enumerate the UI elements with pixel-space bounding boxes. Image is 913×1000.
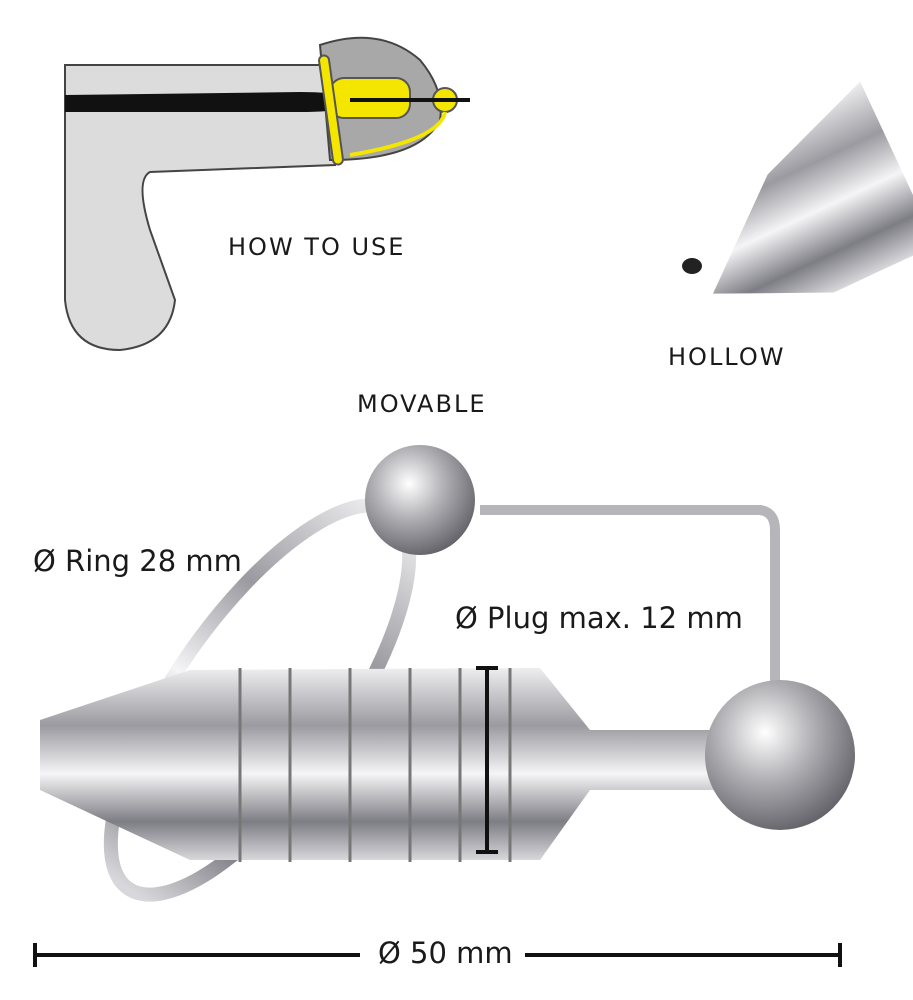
hollow-label: HOLLOW [668,343,786,371]
ring-diameter-label: Ø Ring 28 mm [33,544,242,578]
movable-label: MOVABLE [357,390,487,418]
length-dimension-line [33,943,842,967]
total-length-label: Ø 50 mm [378,936,513,970]
how-to-use-illustration [64,36,470,352]
product-image [40,445,855,902]
how-to-use-label: HOW TO USE [228,233,406,261]
plug-diameter-label: Ø Plug max. 12 mm [455,601,743,635]
hollow-tip-closeup [682,81,913,294]
